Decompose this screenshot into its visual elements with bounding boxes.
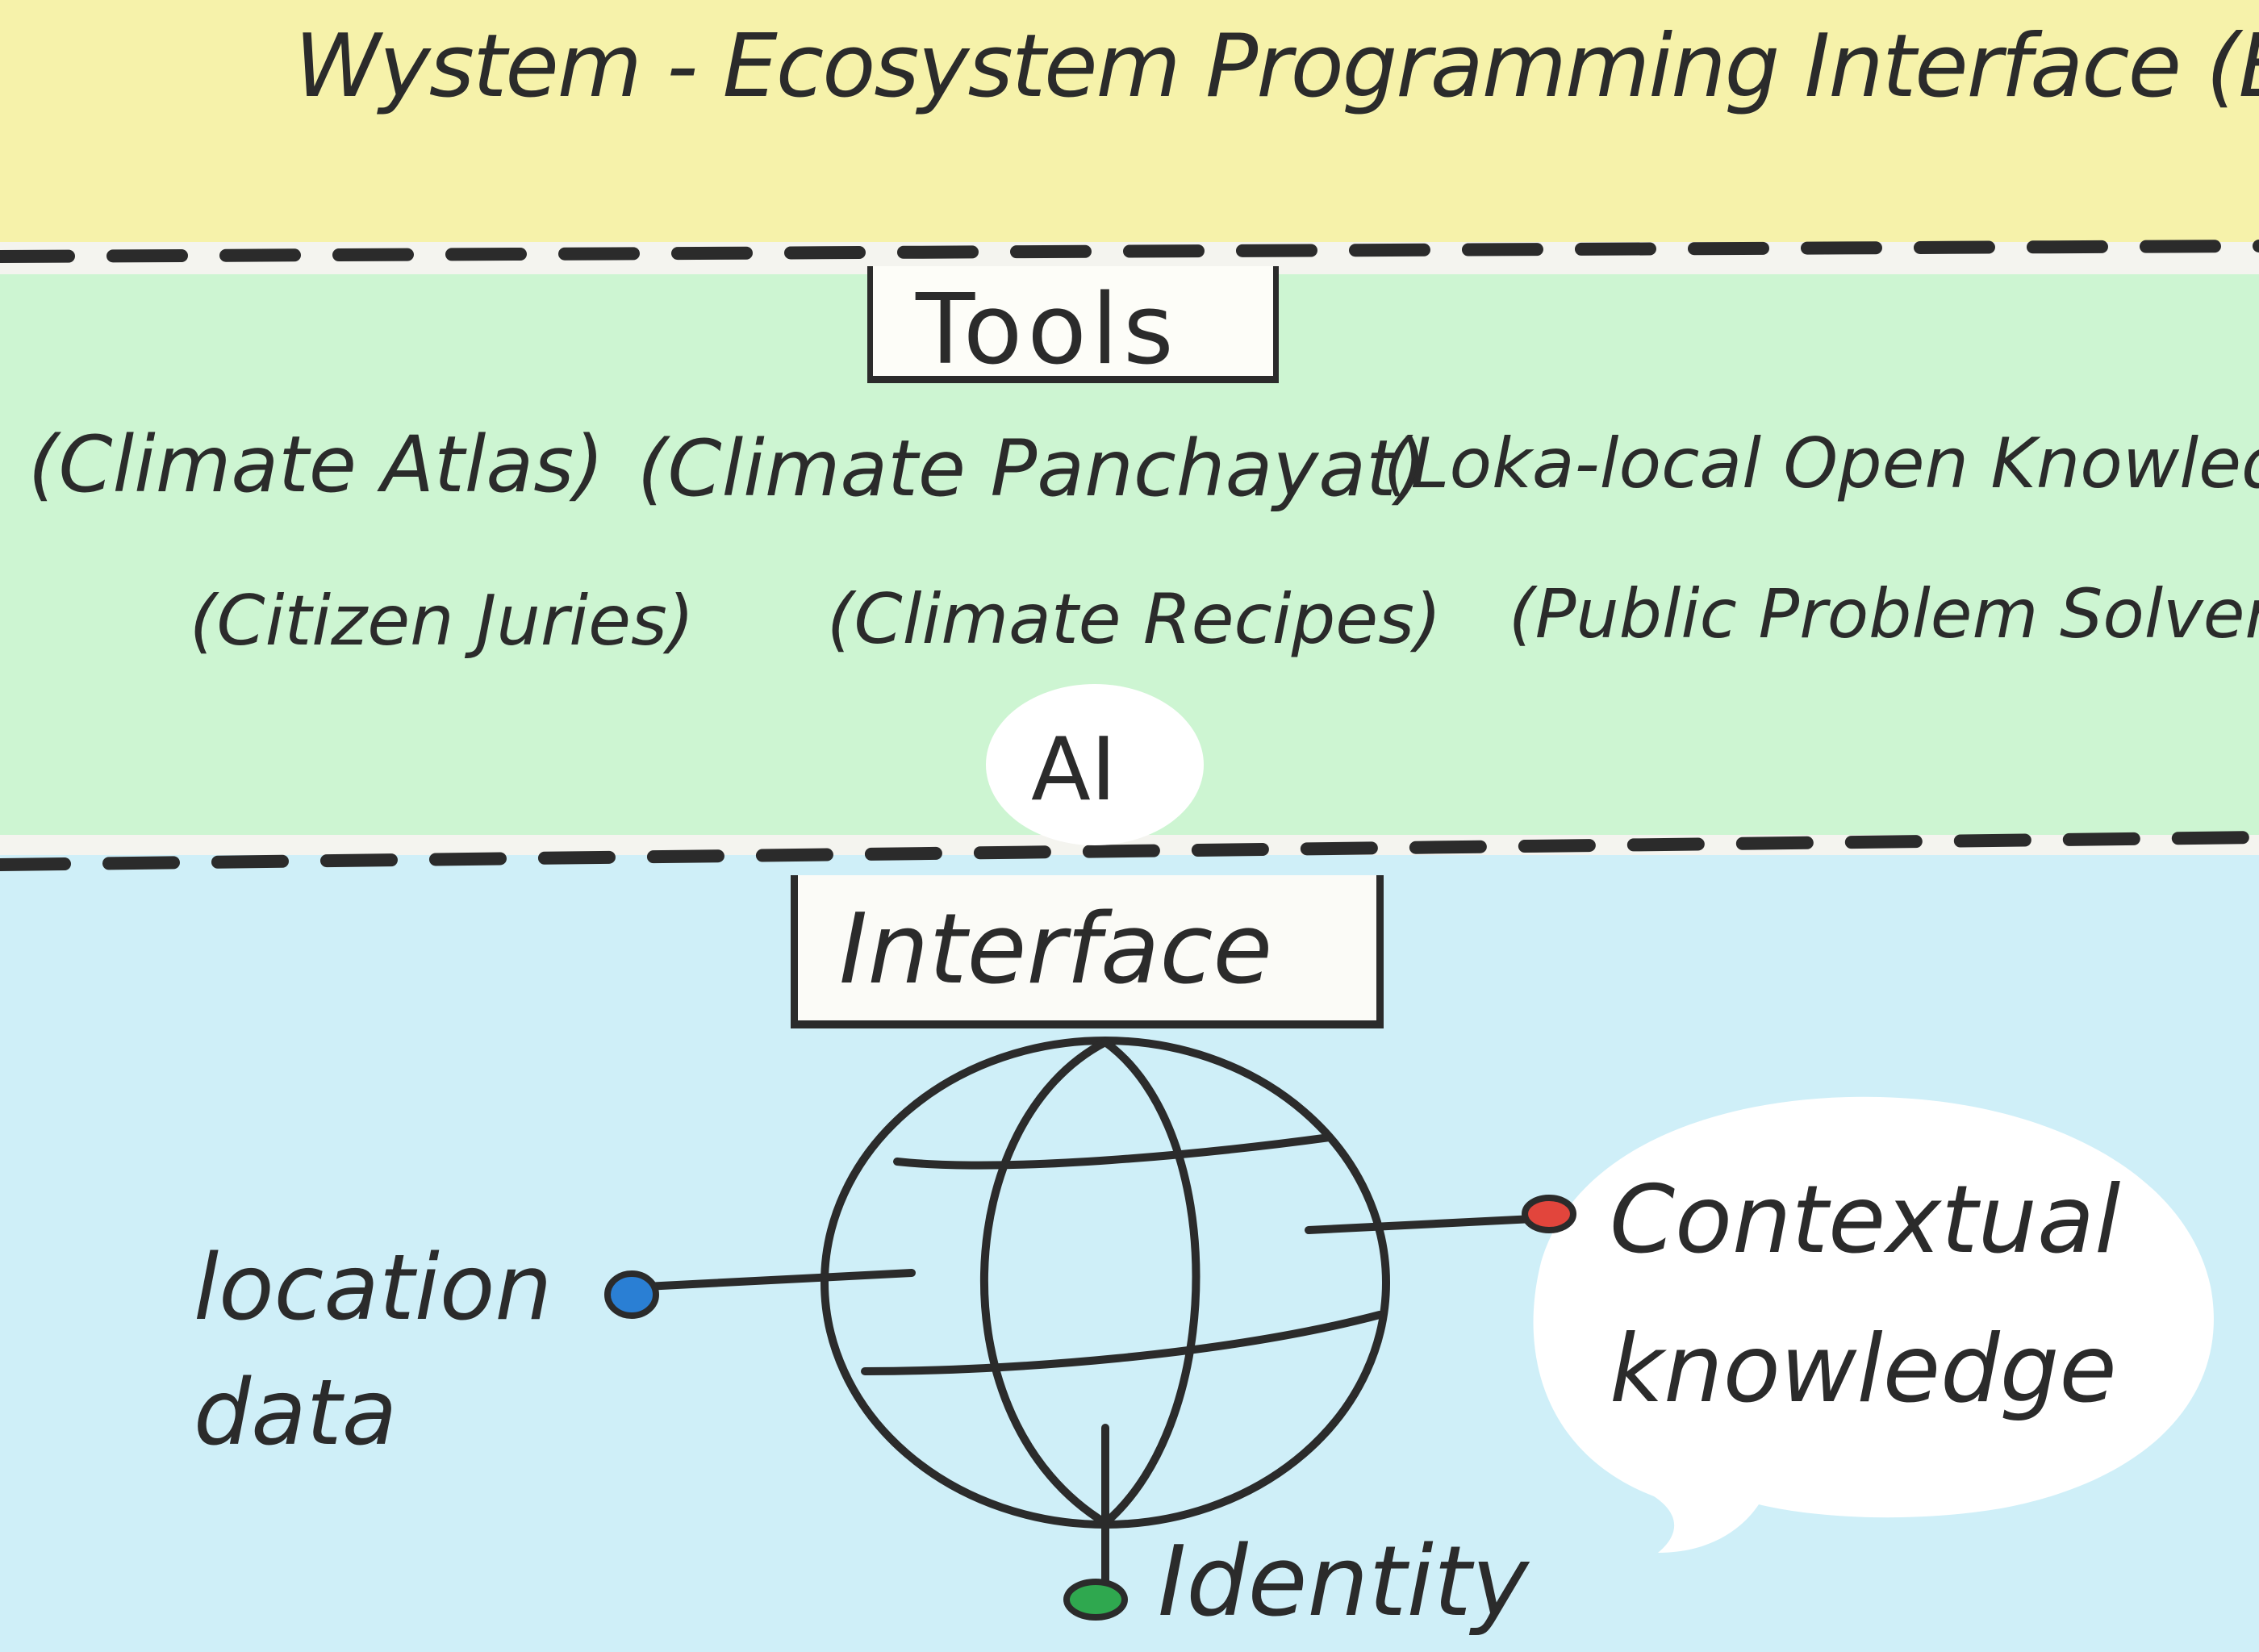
ai-label: AI xyxy=(1031,720,1117,820)
tools-heading-box xyxy=(867,266,1279,383)
tools-heading: Tools xyxy=(916,274,1179,386)
ai-bubble xyxy=(986,684,1204,845)
location-dot xyxy=(604,1270,659,1319)
context-dot xyxy=(1522,1195,1576,1233)
knowledge-speech-bubble xyxy=(1533,1096,2214,1553)
identity-label: Identity xyxy=(1158,1526,1529,1638)
interface-heading: Interface xyxy=(839,894,1273,1006)
title-band xyxy=(0,0,2259,242)
tool-citizen-juries: (Citizen Juries) xyxy=(190,581,695,661)
tool-climate-panchayat: (Climate Panchayat) xyxy=(637,423,1427,514)
tool-climate-atlas: (Climate Atlas) xyxy=(28,419,604,510)
contextual-knowledge-label: Contextual knowledge xyxy=(1610,1166,2121,1424)
tool-public-problem-solvers: (Public Problem Solvers) xyxy=(1509,574,2259,653)
identity-dot xyxy=(1063,1579,1128,1621)
tool-loka: (Loka-local Open Knowledge Access) xyxy=(1384,423,2259,504)
tool-climate-recipes: (Climate Recipes) xyxy=(827,579,1442,660)
page-title: Wystem - Ecosystem Programming Interface… xyxy=(294,16,2259,117)
location-data-label: location data xyxy=(194,1236,553,1466)
interface-heading-box xyxy=(791,875,1384,1028)
